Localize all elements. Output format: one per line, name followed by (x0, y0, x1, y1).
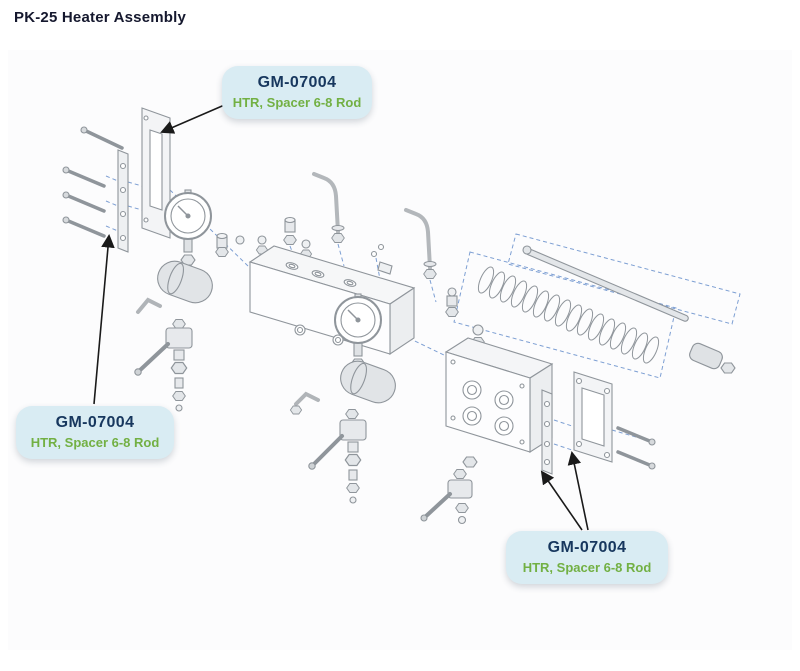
right-mounting-pins (616, 426, 656, 470)
pressure-gauge-2 (334, 293, 382, 370)
ball-valve-2 (289, 391, 367, 504)
part-description: HTR, Spacer 6-8 Rod (232, 95, 362, 110)
page-title: PK-25 Heater Assembly (14, 9, 187, 26)
right-mounting-plates (541, 371, 613, 475)
bent-tube-2 (404, 208, 437, 279)
pipe-fittings (215, 216, 459, 317)
ball-valve-3 (420, 469, 473, 525)
part-number: GM-07004 (547, 539, 627, 556)
callout-bottom-right: GM-07004 HTR, Spacer 6-8 Rod (506, 531, 668, 584)
pressure-gauge-1 (164, 189, 212, 266)
callout-top: GM-07004 HTR, Spacer 6-8 Rod (222, 66, 372, 119)
bent-tube-1 (312, 172, 345, 243)
left-mounting-pins (62, 126, 124, 238)
callout-left: GM-07004 HTR, Spacer 6-8 Rod (16, 406, 174, 459)
left-mounting-plates (117, 107, 171, 253)
part-number: GM-07004 (55, 414, 135, 431)
part-description: HTR, Spacer 6-8 Rod (30, 435, 160, 450)
part-description: HTR, Spacer 6-8 Rod (522, 560, 652, 575)
rod-end-cap (689, 342, 736, 374)
ball-valve-1 (134, 297, 193, 412)
heater-cylinder-2 (340, 360, 396, 404)
heater-rod (522, 245, 689, 322)
manifold-block-2 (444, 324, 554, 468)
manifold-block-1 (248, 245, 416, 356)
part-number: GM-07004 (257, 74, 337, 91)
heater-cylinder-1 (157, 260, 213, 304)
